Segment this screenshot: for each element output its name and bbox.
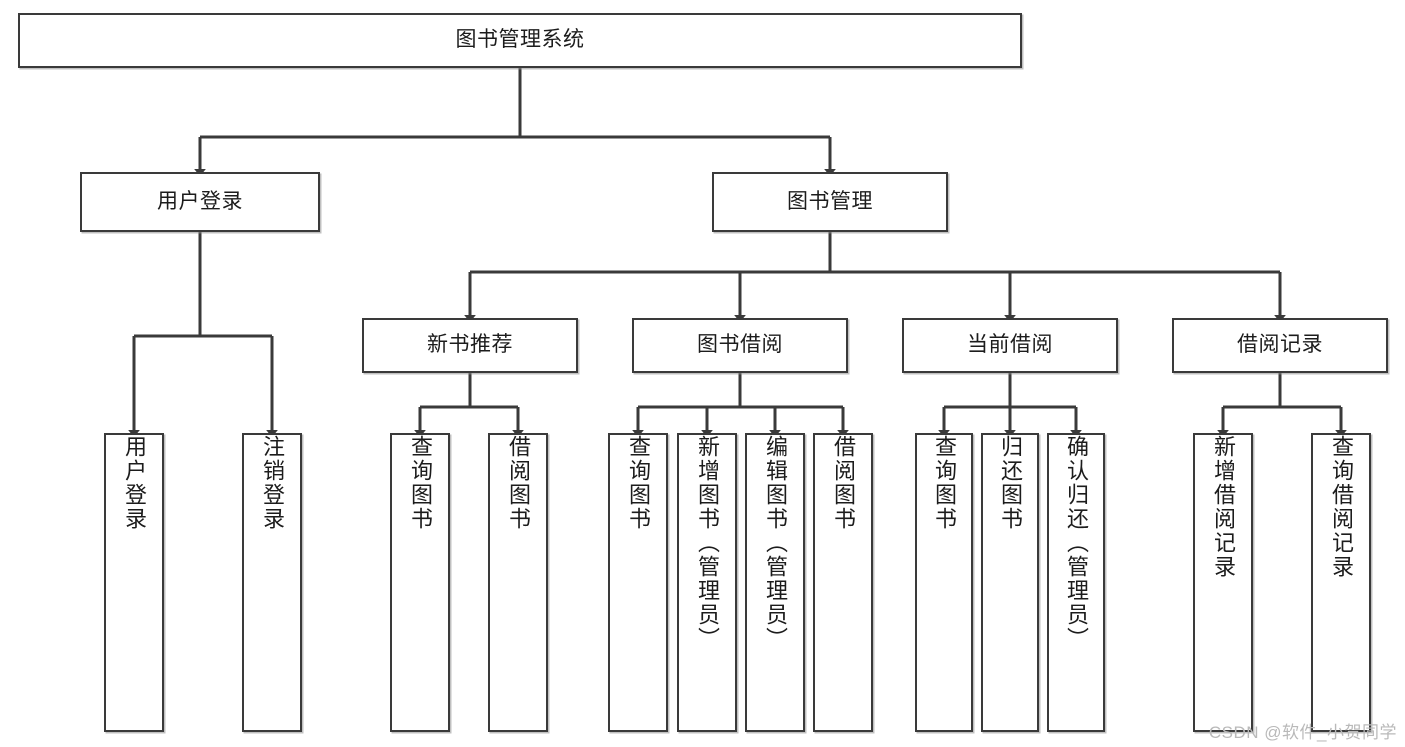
node-l-addrec[interactable]: 新增借阅记录: [1193, 433, 1253, 732]
node-label: 注销登录: [260, 435, 285, 531]
node-label: 图书管理: [787, 189, 873, 213]
node-l-return[interactable]: 归还图书: [981, 433, 1039, 732]
node-l-query3[interactable]: 查询图书: [915, 433, 973, 732]
node-l-userlogin[interactable]: 用户登录: [104, 433, 164, 732]
node-login[interactable]: 用户登录: [80, 172, 320, 232]
node-root[interactable]: 图书管理系统: [18, 13, 1022, 68]
node-l-queryrec[interactable]: 查询借阅记录: [1311, 433, 1371, 732]
node-l-query2[interactable]: 查询图书: [608, 433, 668, 732]
node-label: 查询图书: [932, 435, 957, 531]
node-label: 图书管理系统: [455, 28, 585, 52]
node-label: 当前借阅: [967, 333, 1053, 357]
node-label: 编辑图书（管理员）: [763, 435, 788, 651]
node-l-borrow1[interactable]: 借阅图书: [488, 433, 548, 732]
node-current[interactable]: 当前借阅: [902, 318, 1118, 373]
node-l-edit[interactable]: 编辑图书（管理员）: [745, 433, 805, 732]
node-label: 确认归还（管理员）: [1064, 435, 1089, 651]
node-label: 查询借阅记录: [1329, 435, 1354, 579]
node-label: 借阅图书: [831, 435, 856, 531]
node-label: 新增借阅记录: [1211, 435, 1236, 579]
node-label: 借阅图书: [506, 435, 531, 531]
node-label: 用户登录: [157, 189, 243, 213]
connector-group: [128, 68, 1347, 438]
node-label: 借阅记录: [1237, 333, 1323, 357]
node-label: 用户登录: [122, 435, 147, 531]
node-l-add[interactable]: 新增图书（管理员）: [677, 433, 737, 732]
node-records[interactable]: 借阅记录: [1172, 318, 1388, 373]
node-l-query1[interactable]: 查询图书: [390, 433, 450, 732]
node-l-borrow2[interactable]: 借阅图书: [813, 433, 873, 732]
node-newbook[interactable]: 新书推荐: [362, 318, 578, 373]
node-label: 图书借阅: [697, 333, 783, 357]
node-label: 查询图书: [626, 435, 651, 531]
node-label: 归还图书: [998, 435, 1023, 531]
node-label: 新增图书（管理员）: [695, 435, 720, 651]
node-l-logout[interactable]: 注销登录: [242, 433, 302, 732]
node-label: 查询图书: [408, 435, 433, 531]
node-label: 新书推荐: [427, 333, 513, 357]
node-borrow[interactable]: 图书借阅: [632, 318, 848, 373]
node-bookmgmt[interactable]: 图书管理: [712, 172, 948, 232]
node-l-confirm[interactable]: 确认归还（管理员）: [1047, 433, 1105, 732]
